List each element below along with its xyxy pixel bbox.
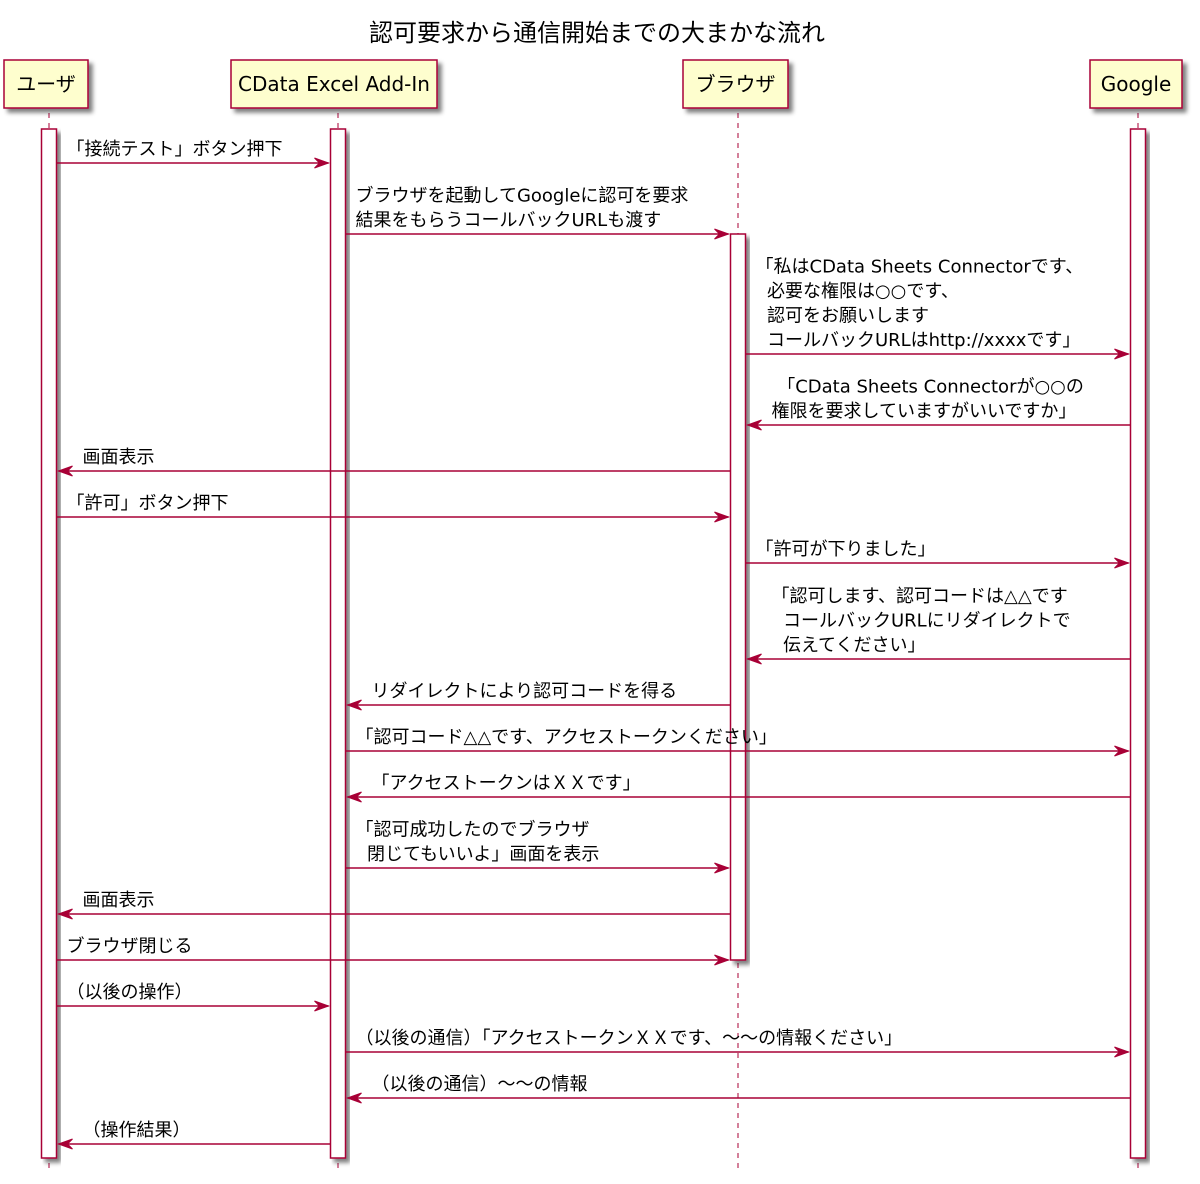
message-text: 必要な権限は○○です、 [756, 281, 959, 302]
message-5: 画面表示 [57, 447, 731, 477]
message-text: 閉じてもいいよ」画面を表示 [356, 844, 600, 865]
message-text: ブラウザを起動してGoogleに認可を要求 [356, 185, 689, 207]
participant-addin[interactable]: CData Excel Add-In [230, 59, 438, 109]
message-text: （以後の操作） [67, 982, 193, 1003]
message-text: 伝えてください」 [772, 635, 926, 656]
arrowhead-icon [714, 511, 730, 523]
message-8: 「認可します、認可コードは△△です コールバックURLにリダイレクトで 伝えてく… [746, 586, 1131, 665]
arrowhead-icon [714, 228, 730, 240]
participant-box [230, 59, 438, 109]
message-text: 認可をお願いします [756, 306, 929, 327]
participant-box [3, 59, 89, 109]
arrowhead-icon [746, 653, 762, 665]
message-text: （以後の通信）「アクセストークンＸＸです、～～の情報ください」 [356, 1028, 903, 1049]
message-12: 「認可成功したのでブラウザ 閉じてもいいよ」画面を表示 [345, 819, 730, 874]
message-text: （操作結果） [83, 1120, 191, 1141]
activation-bar-browser [729, 233, 747, 961]
arrowhead-icon [1114, 348, 1130, 360]
message-text: リダイレクトにより認可コードを得る [372, 681, 678, 702]
participant-google[interactable]: Google [1089, 59, 1183, 109]
message-text: 画面表示 [83, 447, 155, 468]
arrowhead-icon [314, 1000, 330, 1012]
message-text: 権限を要求していますがいいですか」 [772, 401, 1077, 422]
arrowhead-icon [346, 791, 362, 803]
message-text: ブラウザ閉じる [67, 935, 193, 957]
message-3: 「私はCData Sheets Connectorです、 必要な権限は○○です、… [745, 257, 1130, 360]
message-4: 「CData Sheets Connectorが○○の権限を要求していますがいい… [746, 377, 1131, 431]
message-16: （以後の通信）「アクセストークンＸＸです、～～の情報ください」 [345, 1028, 1130, 1058]
message-10: 「認可コード△△です、アクセストークンください」 [345, 727, 1130, 757]
message-15: （以後の操作） [56, 982, 330, 1012]
message-text: 「許可」ボタン押下 [67, 493, 229, 514]
participant-label: ユーザ [16, 72, 76, 96]
diagram-title: 認可要求から通信開始までの大まかな流れ [369, 19, 825, 47]
arrowhead-icon [314, 157, 330, 169]
message-text: コールバックURLにリダイレクトで [772, 611, 1071, 632]
message-17: （以後の通信）～～の情報 [346, 1074, 1131, 1104]
message-14: ブラウザ閉じる [56, 935, 730, 966]
participant-box [682, 59, 789, 109]
message-11: 「アクセストークンはＸＸです」 [346, 773, 1131, 803]
arrowhead-icon [346, 1092, 362, 1104]
participant-user[interactable]: ユーザ [3, 59, 89, 109]
message-text: 「認可コード△△です、アクセストークンください」 [356, 727, 777, 748]
activation-bar-user [40, 128, 58, 1159]
message-text: 「アクセストークンはＸＸです」 [372, 773, 641, 794]
message-9: リダイレクトにより認可コードを得る [346, 681, 731, 711]
arrowhead-icon [746, 419, 762, 431]
participant-label: ブラウザ [696, 72, 776, 96]
arrowhead-icon [1114, 745, 1130, 757]
message-7: 「許可が下りました」 [745, 539, 1130, 569]
message-text: 結果をもらうコールバックURLも渡す [356, 210, 662, 231]
participant-label: CData Excel Add-In [238, 72, 430, 96]
arrowhead-icon [1114, 557, 1130, 569]
participant-box [1089, 59, 1183, 109]
participant-label: Google [1101, 72, 1172, 96]
arrowhead-icon [346, 699, 362, 711]
message-13: 画面表示 [57, 890, 731, 920]
arrowhead-icon [1114, 1046, 1130, 1058]
arrowhead-icon [714, 862, 730, 874]
activation-bar-addin [329, 128, 347, 1159]
message-text: 「認可します、認可コードは△△です [772, 586, 1068, 607]
message-6: 「許可」ボタン押下 [56, 493, 730, 523]
message-text: 「CData Sheets Connectorが○○の [772, 377, 1084, 398]
arrowhead-icon [57, 1138, 73, 1150]
message-18: （操作結果） [57, 1120, 331, 1150]
message-text: 「認可成功したのでブラウザ [356, 819, 590, 841]
arrowhead-icon [57, 465, 73, 477]
arrowhead-icon [57, 908, 73, 920]
message-text: 「私はCData Sheets Connectorです、 [756, 257, 1084, 278]
message-text: コールバックURLはhttp://xxxxです」 [756, 330, 1081, 351]
message-text: （以後の通信）～～の情報 [372, 1074, 588, 1095]
message-1: 「接続テスト」ボタン押下 [56, 139, 330, 169]
arrowhead-icon [714, 954, 730, 966]
message-text: 画面表示 [83, 890, 155, 911]
participant-browser[interactable]: ブラウザ [682, 59, 789, 109]
message-text: 「接続テスト」ボタン押下 [67, 139, 283, 160]
message-text: 「許可が下りました」 [756, 539, 936, 560]
activation-bar-google [1129, 128, 1147, 1159]
